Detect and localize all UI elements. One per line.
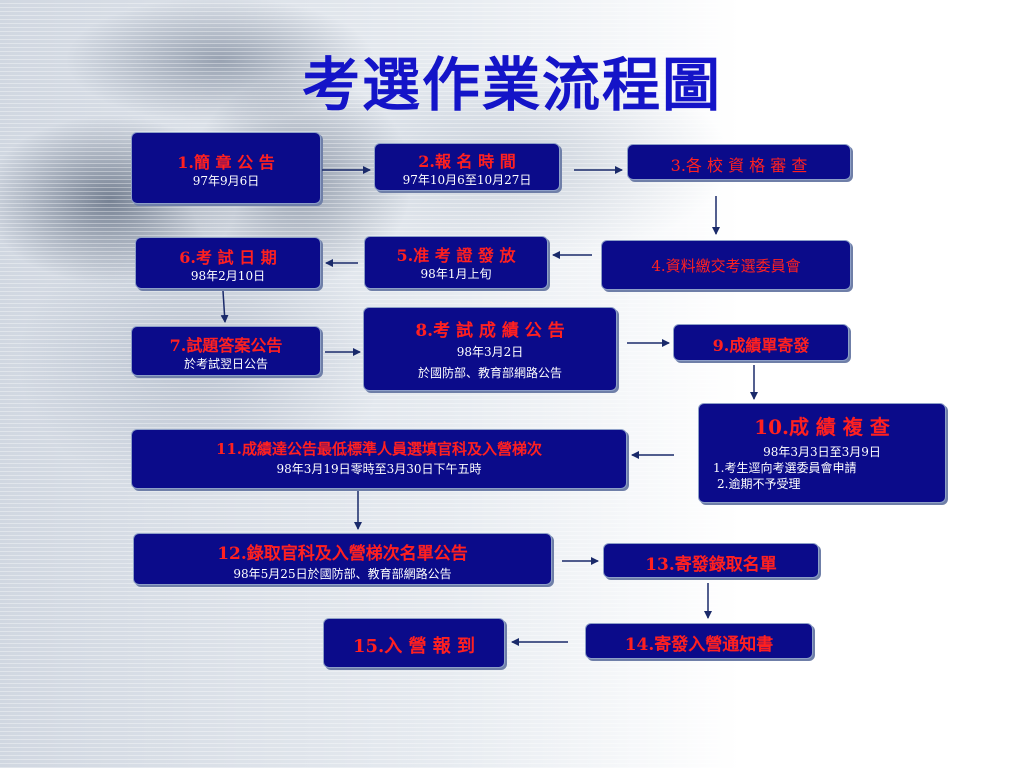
step-4-title: 4.資料繳交考選委員會 xyxy=(651,257,801,275)
step-10-note-2: 2.逾期不予受理 xyxy=(717,477,801,491)
step-2-title: 2.報 名 時 間 xyxy=(418,152,516,171)
step-7-note: 於考試翌日公告 xyxy=(183,357,268,371)
step-10-title: 10.成 績 複 查 xyxy=(754,415,890,439)
step-4-box: 4.資料繳交考選委員會 xyxy=(601,240,851,290)
step-9-title: 9.成績單寄發 xyxy=(712,336,810,355)
step-15-title: 15.入 營 報 到 xyxy=(352,636,476,657)
step-13-box: 13.寄發錄取名單 xyxy=(603,543,819,578)
step-12-title: 12.錄取官科及入營梯次名單公告 xyxy=(217,544,468,564)
arrow-6-7 xyxy=(220,290,229,323)
step-8-box: 8.考 試 成 績 公 告 98年3月2日 於國防部、教育部網路公告 xyxy=(363,307,617,391)
step-5-box: 5.准 考 證 發 放 98年1月上旬 xyxy=(364,236,548,289)
step-11-box: 11.成績達公告最低標準人員選填官科及入營梯次 98年3月19日零時至3月30日… xyxy=(131,429,627,489)
step-5-date: 98年1月上旬 xyxy=(420,267,492,281)
step-11-title: 11.成績達公告最低標準人員選填官科及入營梯次 xyxy=(215,440,543,458)
step-8-title: 8.考 試 成 績 公 告 xyxy=(415,321,565,341)
step-3-title: 3.各 校 資 格 審 查 xyxy=(670,156,808,175)
step-12-date: 98年5月25日於國防部、教育部網路公告 xyxy=(233,567,452,581)
step-10-note-1: 1.考生逕向考選委員會申請 xyxy=(713,461,857,475)
step-1-date: 97年9月6日 xyxy=(192,174,260,188)
step-11-date: 98年3月19日零時至3月30日下午五時 xyxy=(276,462,482,476)
page-title: 考選作業流程圖 xyxy=(301,51,722,119)
step-12-box: 12.錄取官科及入營梯次名單公告 98年5月25日於國防部、教育部網路公告 xyxy=(133,533,552,585)
step-15-box: 15.入 營 報 到 xyxy=(323,618,505,668)
step-13-title: 13.寄發錄取名單 xyxy=(645,555,777,575)
step-7-title: 7.試題答案公告 xyxy=(169,336,283,355)
step-9-box: 9.成績單寄發 xyxy=(673,324,849,361)
step-3-box: 3.各 校 資 格 審 查 xyxy=(627,144,851,180)
step-2-date: 97年10月6至10月27日 xyxy=(402,173,532,187)
step-7-box: 7.試題答案公告 於考試翌日公告 xyxy=(131,326,321,376)
step-10-box: 10.成 績 複 查 98年3月3日至3月9日 1.考生逕向考選委員會申請 2.… xyxy=(698,403,946,503)
step-1-title: 1.簡 章 公 告 xyxy=(177,153,275,172)
step-14-title: 14.寄發入營通知書 xyxy=(624,635,774,655)
step-6-box: 6.考 試 日 期 98年2月10日 xyxy=(135,237,321,289)
step-6-date: 98年2月10日 xyxy=(190,269,266,283)
step-2-box: 2.報 名 時 間 97年10月6至10月27日 xyxy=(374,143,560,191)
step-5-title: 5.准 考 證 發 放 xyxy=(396,246,516,265)
step-8-date: 98年3月2日 xyxy=(456,345,524,359)
step-10-date: 98年3月3日至3月9日 xyxy=(763,445,881,459)
step-14-box: 14.寄發入營通知書 xyxy=(585,623,813,659)
step-1-box: 1.簡 章 公 告 97年9月6日 xyxy=(131,132,321,204)
step-8-note: 於國防部、教育部網路公告 xyxy=(417,366,562,380)
step-6-title: 6.考 試 日 期 xyxy=(179,248,277,267)
